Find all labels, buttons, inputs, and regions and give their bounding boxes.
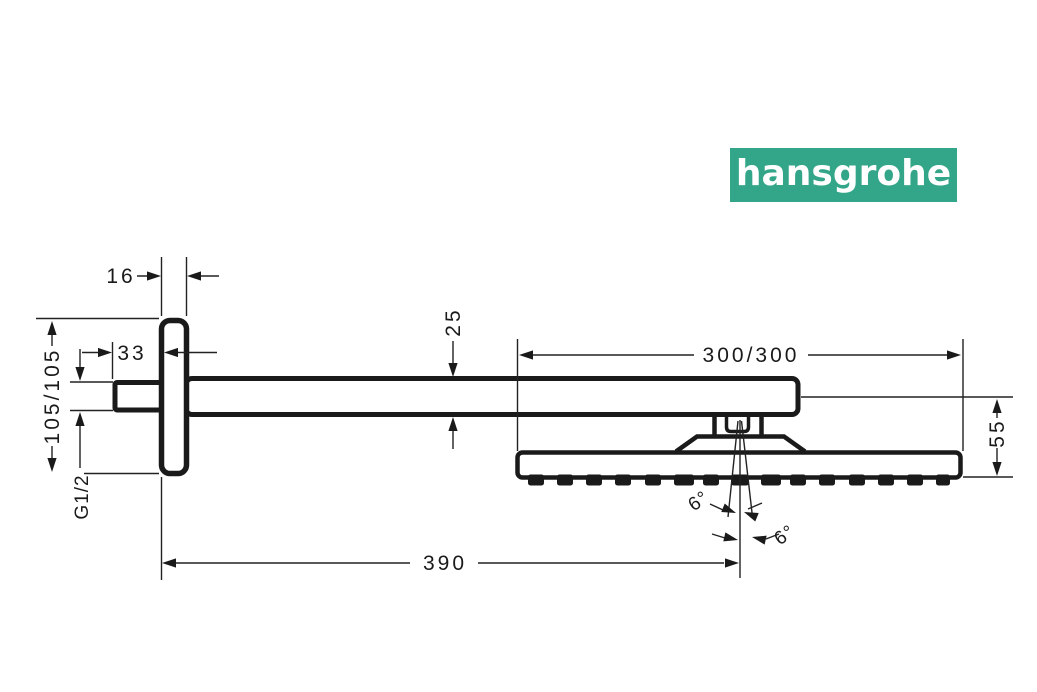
dim-head-size-label: 300/300 <box>703 344 800 367</box>
dimension-lines <box>51 275 998 564</box>
hansgrohe-logo-text: hansgrohe <box>735 152 952 194</box>
dim-plate-face-label: 105/105 <box>41 348 64 445</box>
dim-pipe-inset-label: 33 <box>117 342 146 365</box>
dim-angle-b-label: 6° <box>771 521 800 550</box>
dim-angle-a-label: 6° <box>685 487 714 516</box>
spray-angle-line-left <box>727 420 739 518</box>
product-outline <box>112 317 963 486</box>
dim-plate-depth-label: 16 <box>106 265 135 288</box>
nozzle-row <box>528 474 950 486</box>
shower-head <box>515 450 963 480</box>
pipe-stub <box>112 380 168 413</box>
dim-reach-label: 390 <box>423 552 467 575</box>
dim-head-drop-label: 55 <box>986 418 1009 447</box>
wall-plate <box>158 317 190 477</box>
arrowheads <box>47 271 1002 568</box>
extension-lines <box>36 257 1013 580</box>
spray-angle-line-right <box>740 420 754 518</box>
dimension-labels: 16 33 105/105 G1/2 25 300/300 55 390 6° … <box>41 265 1009 575</box>
shower-arm <box>183 376 801 417</box>
hansgrohe-logo: hansgrohe <box>730 148 957 202</box>
dim-thread-label: G1/2 <box>72 474 93 519</box>
dim-arm-height-label: 25 <box>442 307 465 336</box>
